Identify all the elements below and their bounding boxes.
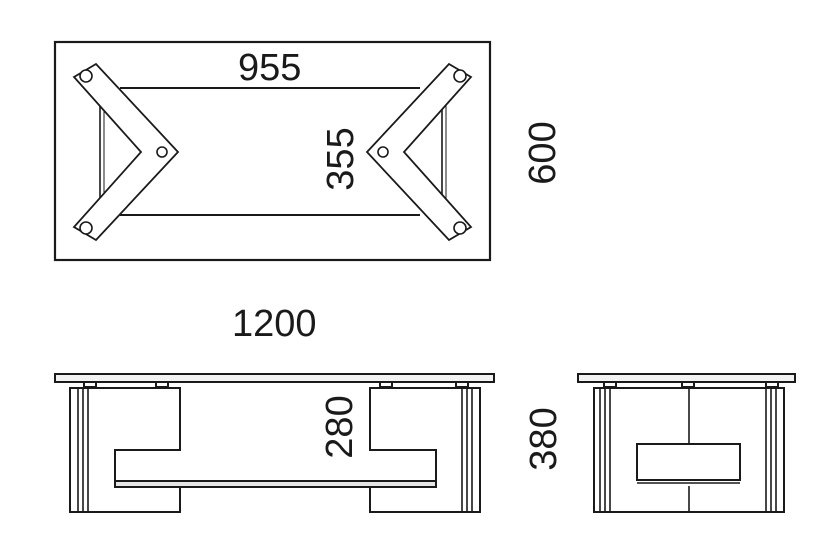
- dimension-top-inner-width: 355: [320, 127, 362, 191]
- front-view-leg-right: [369, 387, 481, 513]
- support-pad: [455, 381, 469, 388]
- side-view-glass-top: [577, 373, 796, 383]
- support-pad: [765, 381, 779, 388]
- bolt-icon: [453, 221, 467, 235]
- top-view-glass-outline: [53, 40, 492, 262]
- support-pad: [379, 381, 393, 388]
- bolt-icon: [377, 146, 389, 158]
- front-view: [54, 373, 495, 513]
- support-pad: [155, 381, 169, 388]
- support-pad: [603, 381, 617, 388]
- bolt-icon: [79, 221, 93, 235]
- dimension-overall-length: 1200: [232, 303, 317, 345]
- support-pad: [681, 381, 695, 388]
- front-view-glass-top: [54, 373, 495, 383]
- top-view-bolts: [79, 69, 467, 235]
- dimension-inner-height: 280: [319, 395, 361, 459]
- bolt-icon: [453, 69, 467, 83]
- bolt-icon: [156, 146, 168, 158]
- side-view-shelf: [636, 443, 741, 481]
- side-view-details: [599, 388, 777, 512]
- dimension-overall-height: 380: [523, 407, 565, 471]
- front-view-shelf: [114, 480, 437, 488]
- dimension-top-width: 600: [522, 121, 564, 185]
- dimension-top-inner-length: 955: [238, 47, 302, 89]
- bolt-icon: [79, 69, 93, 83]
- support-pad: [83, 381, 97, 388]
- front-view-leg-left: [69, 387, 181, 513]
- front-view-leg-stripes: [77, 388, 473, 512]
